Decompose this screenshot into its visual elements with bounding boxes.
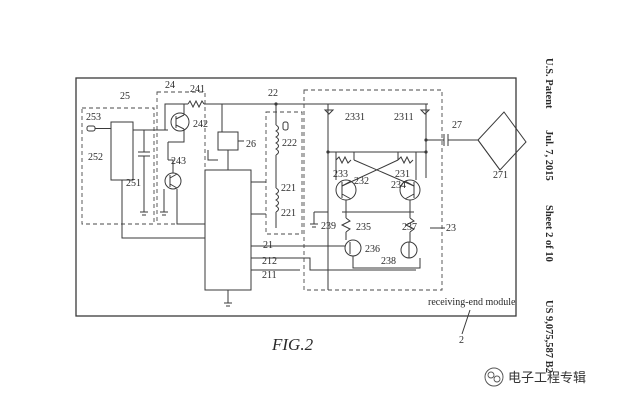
label-238: 238 [381,256,396,267]
patent-header-number: US 9,075,587 B2 [543,300,554,373]
block-25-frame [81,107,155,225]
controller-21 [204,169,252,291]
block-22-frame [265,111,303,235]
label-24: 24 [165,80,175,91]
label-21: 21 [263,240,273,251]
patent-header-date: Jul. 7, 2015 [543,130,554,181]
label-253: 253 [86,112,101,123]
figure-caption: FIG.2 [271,335,314,354]
label-27: 27 [452,120,462,131]
patent-header-sheet: Sheet 2 of 10 [543,205,554,262]
label-271: 271 [493,170,508,181]
label-239: 239 [321,221,336,232]
transistor-236 [344,239,362,257]
label-252: 252 [88,152,103,163]
label-231: 231 [395,169,410,180]
label-242: 242 [193,119,208,130]
label-23: 23 [446,223,456,234]
label-243: 243 [171,156,186,167]
transistor-242 [170,112,190,132]
label-241: 241 [190,84,205,95]
label-2331: 2331 [345,112,365,123]
label-2311: 2311 [394,112,414,123]
watermark-logo-icon [484,367,504,387]
label-233: 233 [333,169,348,180]
module-number: 2 [459,335,464,346]
label-26: 26 [246,139,256,150]
coil-271 [477,111,527,171]
label-234: 234 [391,180,406,191]
module-label: receiving-end module [428,297,516,308]
watermark-text: 电子工程专辑 [508,371,586,386]
label-212: 212 [262,256,277,267]
transistor-243 [164,172,182,190]
watermark: 电子工程专辑 [484,367,586,387]
antenna-253 [86,125,96,132]
component-252 [110,121,134,181]
label-22: 22 [268,88,278,99]
label-221-lower: 221 [281,208,296,219]
label-222: 222 [282,138,297,149]
component-222 [282,121,289,131]
label-221-upper: 221 [281,183,296,194]
patent-header-title: U.S. Patent [543,58,554,109]
label-232: 232 [354,176,369,187]
label-251: 251 [126,178,141,189]
label-237: 237 [402,222,417,233]
transistor-232 [335,179,357,201]
label-235: 235 [356,222,371,233]
receiving-module-frame [75,77,517,317]
block-23-frame [303,89,443,291]
label-211: 211 [262,270,277,281]
label-236: 236 [365,244,380,255]
label-25: 25 [120,91,130,102]
component-26 [217,131,239,151]
